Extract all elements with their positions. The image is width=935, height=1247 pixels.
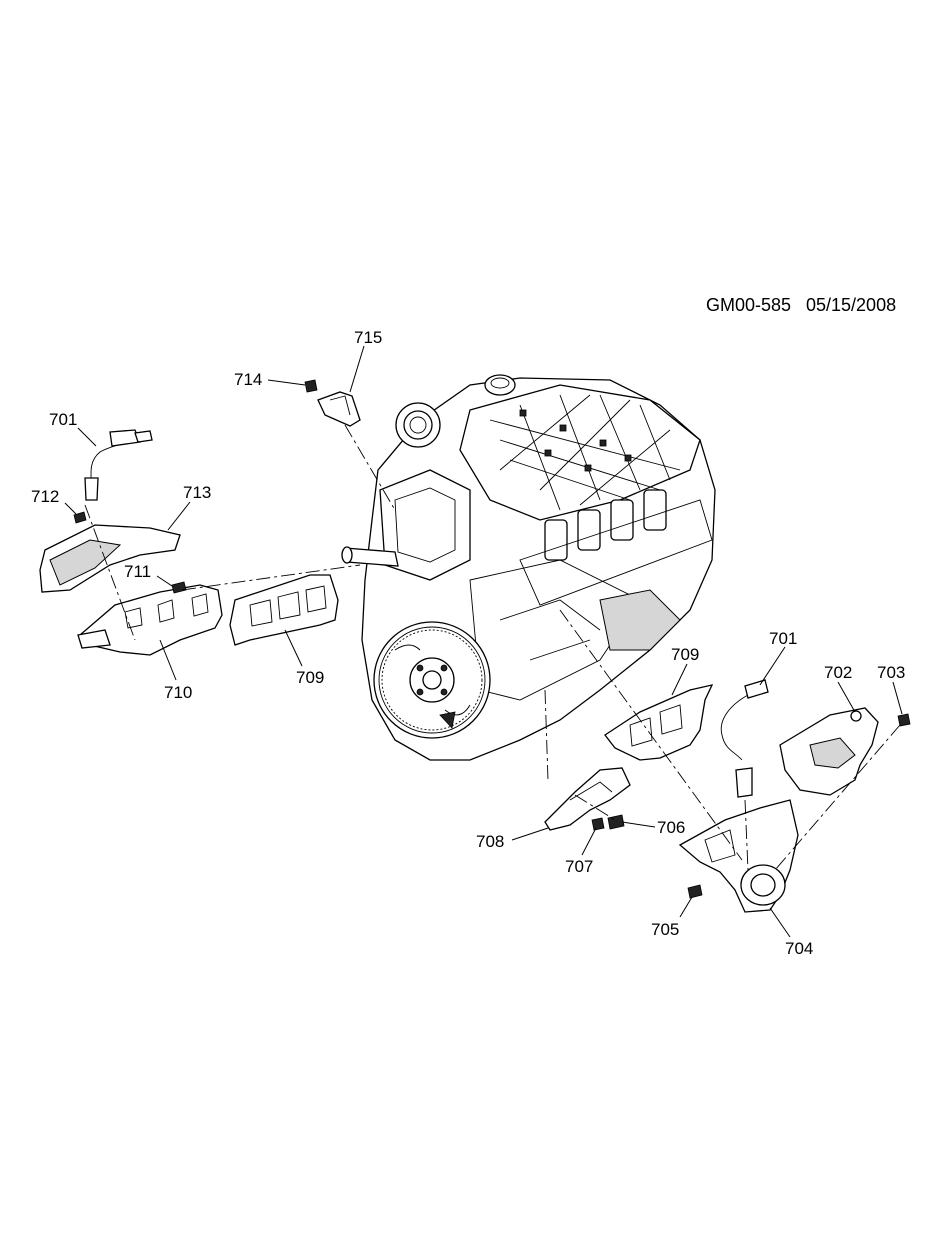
bolt-707: [591, 817, 605, 831]
bolt-712: [73, 511, 87, 524]
callout-712: 712: [31, 487, 59, 506]
callout-705: 705: [651, 920, 679, 939]
bolt-703: [897, 713, 911, 727]
bracket-708: [544, 767, 631, 831]
bracket-715: [317, 391, 361, 427]
callout-labels: 701 712 713 711 710 709 714 715 709 701 …: [31, 328, 905, 958]
oxygen-sensor-right: [720, 679, 769, 798]
callout-707: 707: [565, 857, 593, 876]
oxygen-sensor-left: [84, 429, 153, 501]
bolt-714: [304, 379, 318, 393]
callout-708: 708: [476, 832, 504, 851]
bolt-705: [687, 884, 703, 899]
callout-710: 710: [164, 683, 192, 702]
heat-shield-right: [779, 707, 879, 796]
heat-shield-left: [39, 524, 181, 593]
callout-704: 704: [785, 939, 813, 958]
manifold-gasket-left: [229, 574, 339, 646]
engine-assembly: [341, 374, 716, 761]
callout-715: 715: [354, 328, 382, 347]
manifold-gasket-right: [604, 684, 714, 761]
diagram-date: 05/15/2008: [806, 295, 896, 315]
callout-713: 713: [183, 483, 211, 502]
exhaust-manifold-left: [77, 584, 223, 656]
leader-lines: [64, 345, 903, 938]
callout-711: 711: [124, 562, 151, 581]
center-lines: [84, 424, 901, 871]
callout-703: 703: [877, 663, 905, 682]
callout-709-left: 709: [296, 668, 324, 687]
diagram-code: GM00-585: [706, 295, 791, 315]
bolt-706: [607, 814, 625, 830]
callout-701-left: 701: [49, 410, 77, 429]
callout-701-right: 701: [769, 629, 797, 648]
callout-702: 702: [824, 663, 852, 682]
callout-714: 714: [234, 370, 262, 389]
callout-706: 706: [657, 818, 685, 837]
callout-709-right: 709: [671, 645, 699, 664]
